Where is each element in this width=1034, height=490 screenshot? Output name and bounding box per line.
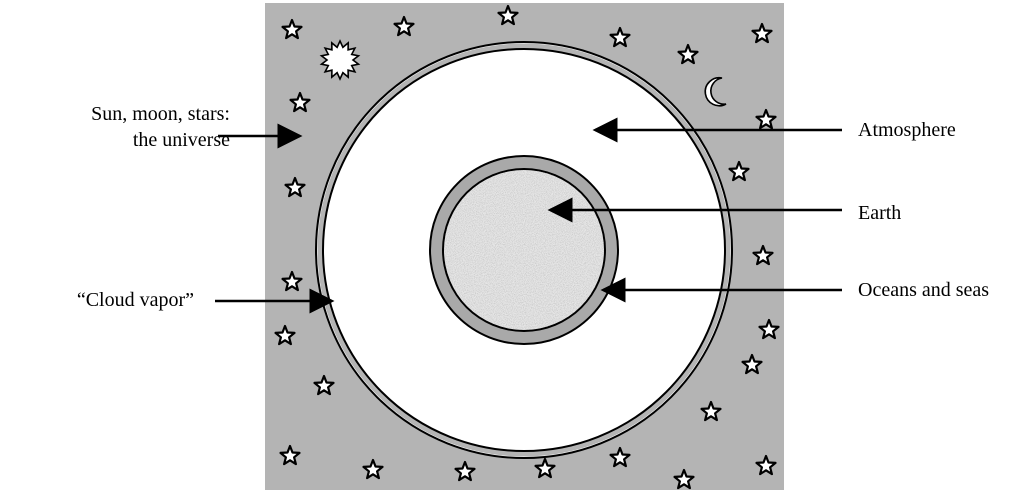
label-atmosphere: Atmosphere bbox=[858, 117, 956, 143]
label-universe-line-2: the universe bbox=[91, 127, 230, 153]
label-universe-line-1: Sun, moon, stars: bbox=[91, 101, 230, 127]
label-universe: Sun, moon, stars: the universe bbox=[91, 101, 230, 153]
label-earth: Earth bbox=[858, 200, 901, 226]
label-cloud-vapor: “Cloud vapor” bbox=[77, 287, 194, 313]
label-oceans-and-seas: Oceans and seas bbox=[858, 277, 989, 303]
